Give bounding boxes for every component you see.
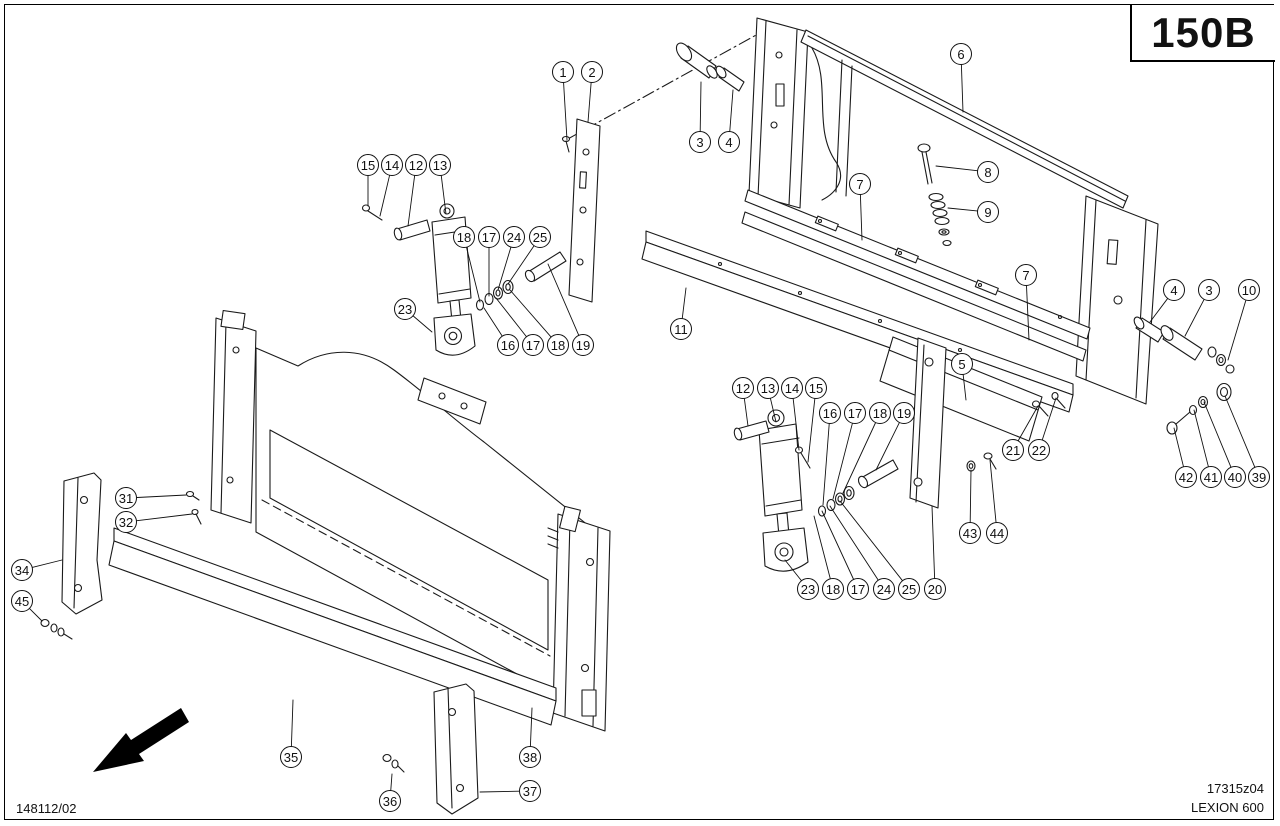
leader-lines — [29, 64, 1256, 793]
leader-line — [483, 307, 503, 337]
leader-line — [699, 81, 702, 132]
leader-line — [1017, 405, 1039, 441]
leader-line — [960, 64, 964, 113]
fastener-group-43-44 — [966, 452, 997, 472]
leader-line — [822, 423, 830, 506]
leader-line — [681, 287, 687, 319]
leader-line — [1193, 409, 1209, 467]
leader-line — [290, 699, 294, 747]
bolt-8 — [917, 143, 933, 185]
bracket-34 — [61, 472, 103, 615]
bolt-45 — [40, 618, 73, 640]
leader-line — [379, 175, 390, 217]
leader-line — [792, 398, 800, 451]
leader-line — [1203, 401, 1232, 468]
leader-line — [947, 207, 978, 212]
leader-line — [935, 165, 978, 172]
model-name: LEXION 600 — [1191, 800, 1264, 816]
bolt-36 — [382, 753, 405, 773]
leader-line — [29, 608, 43, 622]
leader-line — [813, 515, 831, 579]
hydraulic-cylinder-upper — [431, 203, 476, 356]
leader-line — [969, 469, 972, 523]
leader-line — [136, 513, 193, 522]
leader-line — [1184, 299, 1205, 337]
hydraulic-cylinder-lower — [758, 409, 809, 572]
leader-line — [839, 500, 903, 581]
centerline — [565, 33, 759, 141]
leader-line — [136, 494, 187, 498]
mount-strip-2 — [568, 118, 601, 303]
leader-line — [440, 175, 447, 215]
bolt-32 — [191, 508, 202, 525]
bolt-group-21-22 — [1031, 391, 1066, 417]
leader-line — [1149, 298, 1168, 323]
bracket-20 — [909, 337, 947, 509]
leader-line — [1224, 395, 1256, 468]
leader-line — [931, 505, 936, 579]
washer-chain-lower — [817, 459, 899, 517]
leader-line — [807, 398, 816, 463]
drawing-number: 17315z04 — [1206, 781, 1264, 797]
washers-below-spring — [938, 228, 952, 247]
bracket-37 — [433, 683, 479, 815]
leader-line — [989, 459, 997, 523]
leader-line — [466, 247, 481, 303]
leader-line — [770, 398, 777, 423]
bolt-14-upper — [361, 204, 383, 221]
bushing-4-top — [715, 65, 745, 92]
leader-line — [547, 263, 580, 336]
spring-9 — [928, 192, 950, 226]
screw-1 — [561, 135, 571, 153]
leader-line — [495, 297, 527, 337]
left-panel-assembly — [108, 309, 611, 732]
leader-line — [407, 175, 416, 227]
pin-group-right — [1133, 316, 1235, 374]
screw-31 — [185, 490, 200, 501]
leader-line — [1041, 397, 1057, 440]
leader-line — [821, 510, 854, 580]
leader-line — [729, 89, 734, 132]
leader-line — [829, 505, 879, 581]
leader-line — [1227, 300, 1247, 361]
rear-frame-assembly — [741, 17, 1159, 405]
footer-right: 17315z04 LEXION 600 — [1191, 780, 1264, 818]
leader-line — [563, 82, 568, 141]
leader-line — [479, 790, 520, 793]
pin-3-top — [675, 42, 718, 79]
leader-line — [875, 422, 900, 471]
document-number: 148112/02 — [16, 801, 77, 816]
leader-line — [497, 247, 512, 291]
leader-line — [842, 422, 876, 494]
leader-line — [507, 245, 535, 285]
leader-line — [529, 707, 533, 747]
leader-line — [859, 194, 863, 241]
leader-line — [412, 315, 433, 333]
page-code-box: 150B — [1130, 5, 1275, 62]
leader-line — [784, 559, 802, 581]
leader-line — [743, 398, 749, 427]
washer-chain-upper — [475, 251, 567, 311]
fastener-group-39-42 — [1166, 382, 1232, 435]
leader-line — [832, 423, 853, 500]
pin-12-upper — [393, 219, 431, 241]
leader-line — [962, 374, 967, 401]
page-code: 150B — [1151, 8, 1256, 56]
leader-line — [587, 82, 592, 123]
direction-arrow — [93, 708, 189, 772]
leader-line — [1026, 285, 1030, 341]
leader-line — [390, 773, 393, 791]
leader-line — [32, 559, 63, 568]
leader-line — [509, 289, 552, 338]
leader-line — [1173, 427, 1184, 467]
pin-12-lower — [733, 420, 770, 441]
